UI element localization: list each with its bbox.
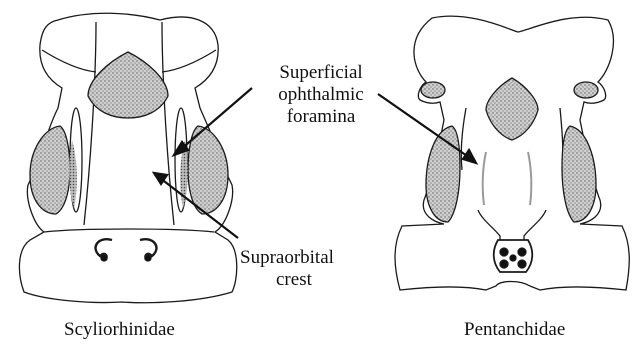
scyliorhinidae-left-dot xyxy=(101,255,107,261)
foramina-label: Superficial ophthalmic foramina xyxy=(262,62,380,128)
scyliorhinidae-right-dot xyxy=(145,255,151,261)
pentanchidae-cranium xyxy=(395,16,629,290)
pentanchidae-right-ear-spot xyxy=(574,82,598,98)
scyliorhinidae-caption: Scyliorhinidae xyxy=(64,319,175,341)
scyliorhinidae-left-orbit xyxy=(30,126,70,214)
pentanchidae-left-ear-spot xyxy=(421,82,445,98)
pentanchidae-caption: Pentanchidae xyxy=(464,319,565,341)
foramina-label-line1: Superficial xyxy=(262,62,380,84)
crest-label-line2: crest xyxy=(240,269,360,291)
foramina-label-line3: foramina xyxy=(262,106,380,128)
supraorbital-crest-label: Supraorbital crest xyxy=(240,247,360,291)
pentanchidae-nasal-dot-5 xyxy=(510,255,516,261)
scyliorhinidae-cranium xyxy=(19,13,236,302)
foramina-label-line2: ophthalmic xyxy=(262,84,380,106)
pentanchidae-nasal-dot-1 xyxy=(500,248,508,256)
pentanchidae-right-orbit xyxy=(562,126,596,222)
crest-label-line1: Supraorbital xyxy=(240,247,360,269)
pentanchidae-nasal-dot-3 xyxy=(500,260,508,268)
pentanchidae-nasal-dot-2 xyxy=(518,248,526,256)
pentanchidae-nasal-dot-4 xyxy=(518,260,526,268)
